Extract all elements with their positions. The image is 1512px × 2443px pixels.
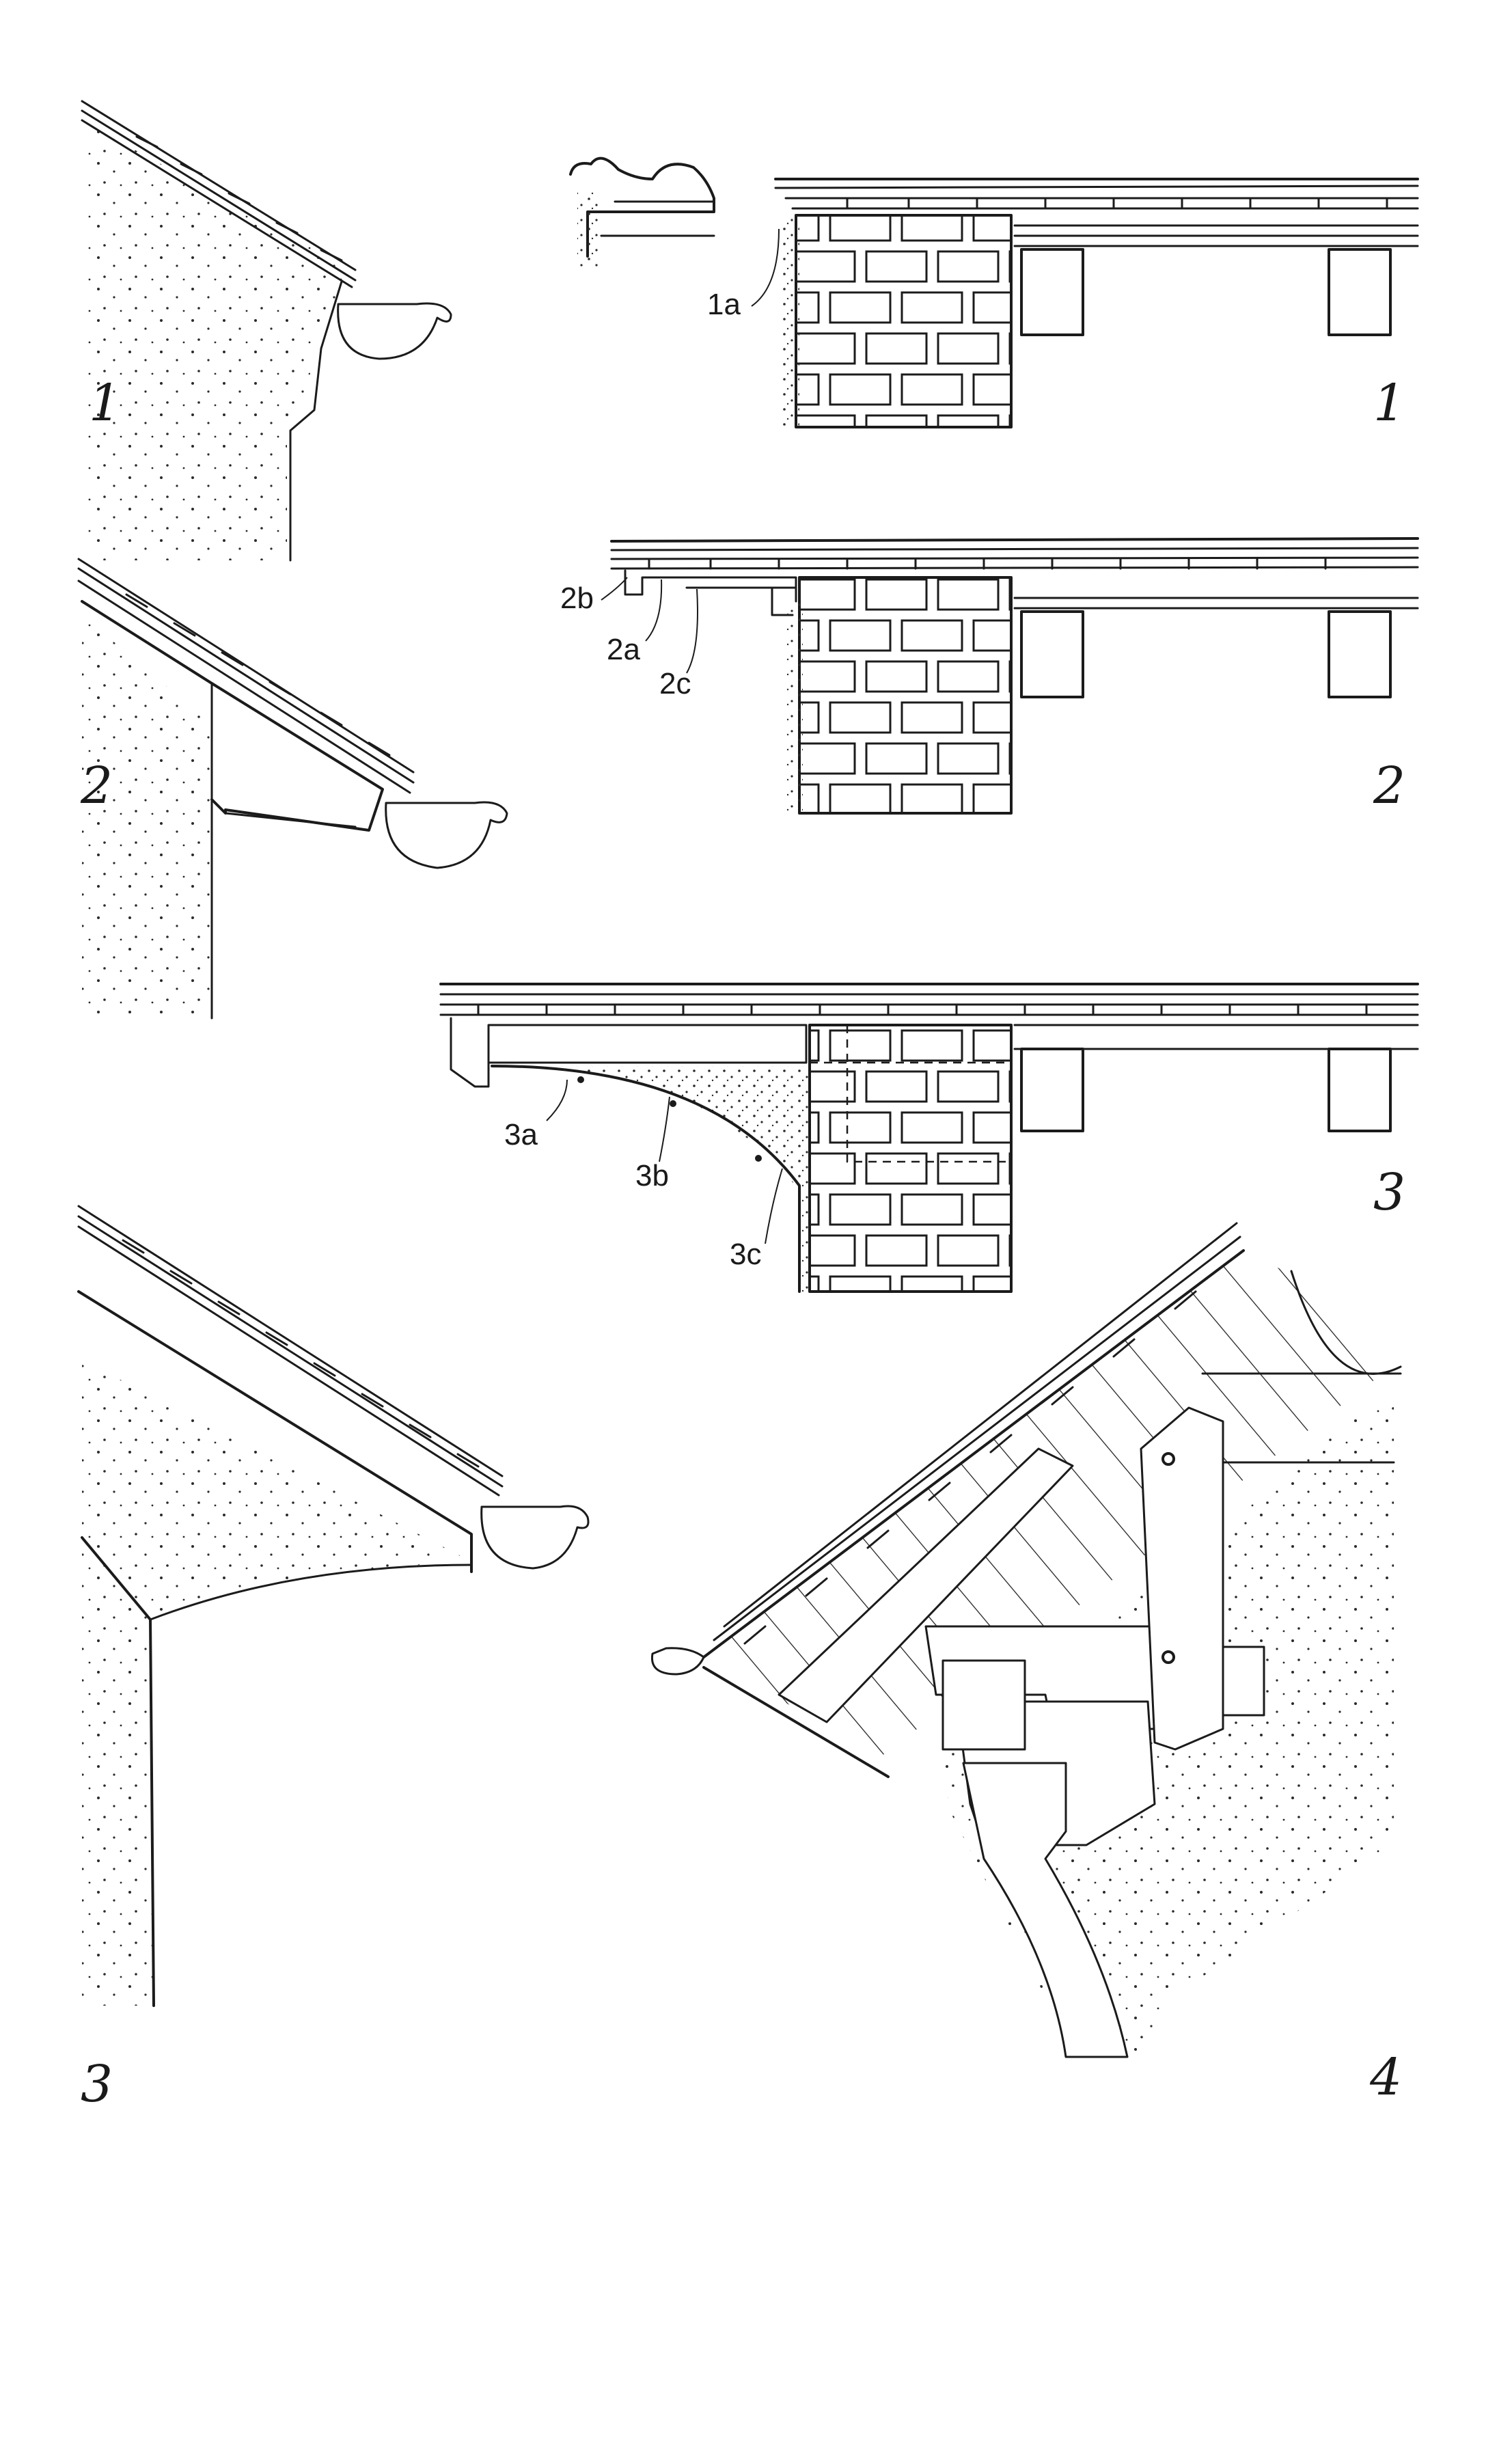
gutter-icon <box>480 1505 590 1570</box>
fig-2-eaves-section <box>77 558 508 1020</box>
callout-label: 1a <box>707 288 741 321</box>
fig-number: 1 <box>89 374 121 433</box>
callout-label: 2a <box>607 633 640 666</box>
fig-number: 2 <box>80 756 113 815</box>
gutter-icon <box>337 302 452 360</box>
fig-number: 1 <box>1373 374 1405 433</box>
fig-4-bracket-perspective <box>650 1222 1402 2058</box>
fig-number: 4 <box>1369 2048 1402 2107</box>
fig-3-eaves-section <box>77 1205 590 2007</box>
fig-3-eaves-elevation <box>439 983 1419 1293</box>
callout-label: 2b <box>560 582 594 615</box>
gutter-icon <box>385 801 508 869</box>
callout-label: 3b <box>635 1159 669 1192</box>
callout-label: 3c <box>730 1238 761 1271</box>
gutter-icon <box>650 1647 705 1676</box>
callout-label: 3a <box>504 1118 538 1151</box>
fig-1-eaves-elevation <box>569 156 1419 428</box>
fig-number: 3 <box>81 2055 113 2114</box>
fig-2-eaves-elevation <box>610 537 1419 815</box>
fig-number: 2 <box>1373 756 1405 815</box>
fig-1-eaves-section <box>81 100 452 562</box>
callout-label: 2c <box>659 667 691 700</box>
fig-number: 3 <box>1373 1163 1405 1222</box>
